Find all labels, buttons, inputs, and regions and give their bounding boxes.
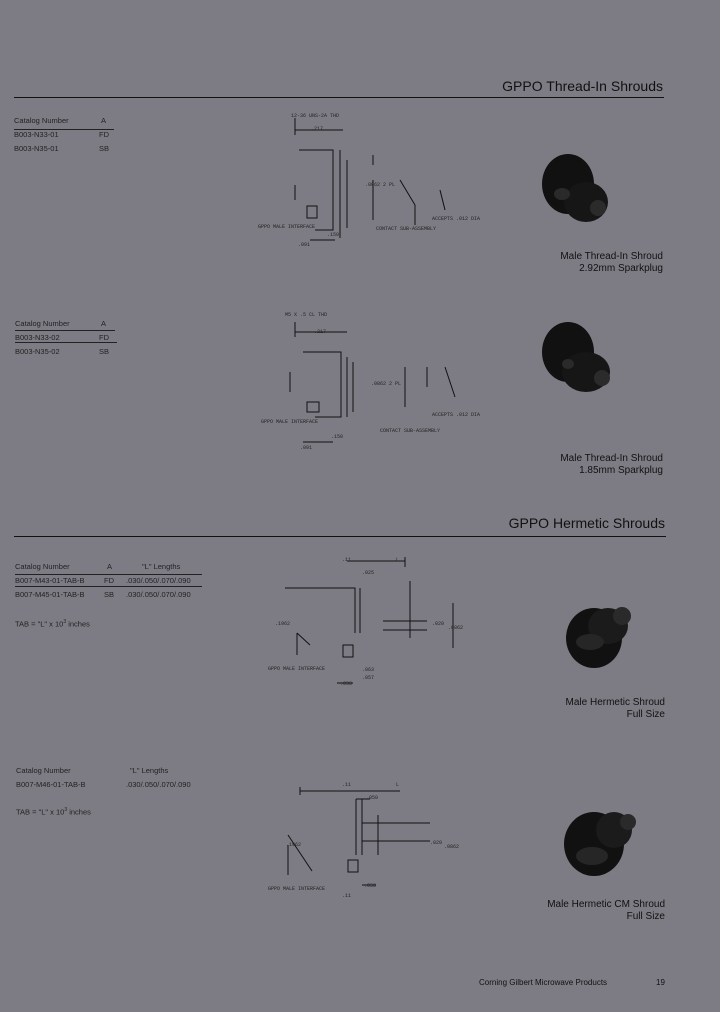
drawing-label: GPPO MALE INTERFACE [261, 419, 319, 425]
table-cell-l-lengths: .030/.050/.070/.090 [126, 590, 191, 599]
product-photo-hermetic-full [566, 607, 631, 668]
tab-note: TAB = "L" x 103 inches [15, 619, 90, 629]
product-photo-hermetic-cm [564, 812, 636, 876]
section-title-thread-in: GPPO Thread-In Shrouds [502, 78, 663, 94]
drawing-label: .020 [430, 840, 443, 846]
table-cell-catalog: B007-M43-01-TAB-B [15, 576, 85, 585]
drawing-label: .036 [340, 681, 353, 687]
technical-drawing-hermetic-full [285, 557, 454, 684]
drawing-label: .050 [364, 883, 377, 889]
drawing-label: .150 [331, 434, 344, 440]
drawing-label: ACCEPTS .012 DIA [432, 412, 481, 418]
table-header-rule [14, 129, 114, 130]
table-header-catalog: Catalog Number [14, 116, 69, 125]
product-photo-thread-in-185 [542, 322, 610, 392]
drawing-label: .025 [362, 570, 375, 576]
drawing-label: .0862 2 PL [365, 182, 396, 188]
product-photo-thread-in-292 [542, 154, 608, 222]
table-cell-catalog: B003-N35-02 [15, 347, 60, 356]
drawing-label: .091 [300, 445, 313, 451]
technical-drawing-thread-in-292 [294, 118, 446, 241]
product-caption-sub: Full Size [626, 911, 665, 922]
table-header-catalog: Catalog Number [15, 562, 70, 571]
drawing-label: CONTACT SUB-ASSEMBLY [376, 226, 437, 232]
section-title-hermetic: GPPO Hermetic Shrouds [508, 515, 665, 531]
drawing-label: .091 [298, 242, 311, 248]
product-caption-sub: 1.85mm Sparkplug [579, 465, 663, 476]
drawing-label: .217 [314, 329, 327, 335]
table-header-l-lengths: "L" Lengths [130, 766, 169, 775]
product-caption: Male Hermetic CM Shroud [547, 899, 665, 910]
table-cell-a: SB [99, 347, 110, 356]
table-header-l-lengths: "L" Lengths [142, 562, 181, 571]
page-number: 19 [656, 978, 665, 987]
table-header-catalog: Catalog Number [15, 319, 70, 328]
table-header-a: A [107, 562, 113, 571]
section-rule [14, 536, 666, 537]
drawing-label: .063 [362, 667, 375, 673]
drawing-label: .1962 [286, 842, 302, 848]
table-cell-catalog: B003-N33-02 [15, 333, 60, 342]
table-cell-a: FD [104, 576, 114, 585]
drawing-label: .150 [327, 232, 340, 238]
drawing-label: .020 [432, 621, 445, 627]
table-header-a: A [101, 116, 107, 125]
table-header-rule [15, 330, 115, 331]
footer-company: Corning Gilbert Microwave Products [479, 978, 608, 987]
product-caption: Male Hermetic Shroud [565, 697, 665, 708]
table-header-catalog: Catalog Number [16, 766, 71, 775]
table-cell-l-lengths: .030/.050/.070/.090 [126, 780, 191, 789]
product-caption-sub: Full Size [626, 709, 665, 720]
drawing-label: GPPO MALE INTERFACE [258, 224, 316, 230]
table-cell-catalog: B003-N33-01 [14, 130, 59, 139]
tab-note: TAB = "L" x 103 inches [16, 807, 91, 817]
table-header-a: A [101, 319, 107, 328]
table-row-rule [15, 342, 117, 343]
drawing-label: .217 [311, 126, 324, 132]
technical-drawing-thread-in-185 [289, 322, 456, 443]
drawing-label: L [396, 782, 400, 788]
drawing-label: .0862 [444, 844, 460, 850]
drawing-label: CONTACT SUB-ASSEMBLY [380, 428, 441, 434]
technical-drawing-hermetic-cm [287, 787, 430, 886]
table-row-rule [15, 586, 202, 587]
table-cell-a: SB [104, 590, 115, 599]
drawing-label: .050 [366, 795, 379, 801]
drawing-label: .057 [362, 675, 375, 681]
drawing-label: .11 [342, 557, 352, 563]
table-cell-catalog: B007-M45-01-TAB-B [15, 590, 85, 599]
drawing-label: GPPO MALE INTERFACE [268, 886, 326, 892]
drawing-label: .11 [342, 782, 352, 788]
table-cell-a: FD [99, 333, 109, 342]
drawing-label: L [396, 557, 400, 563]
table-cell-a: SB [99, 144, 110, 153]
drawing-label: .0862 [448, 625, 464, 631]
table-cell-catalog: B007-M46-01-TAB-B [16, 780, 86, 789]
product-caption: Male Thread-In Shroud [560, 251, 663, 262]
drawing-label: M5 X .5 CL THD [285, 312, 328, 318]
drawing-label: .0862 2 PL [371, 381, 402, 387]
product-caption-sub: 2.92mm Sparkplug [579, 263, 663, 274]
drawing-label: .11 [342, 893, 352, 899]
table-header-rule [15, 574, 202, 575]
section-rule [14, 97, 664, 98]
table-cell-a: FD [99, 130, 109, 139]
drawing-label: ACCEPTS .012 DIA [432, 216, 481, 222]
drawing-label: GPPO MALE INTERFACE [268, 666, 326, 672]
product-caption: Male Thread-In Shroud [560, 453, 663, 464]
drawing-label: 12-36 UNS-2A THD [291, 113, 340, 119]
drawing-label: .1962 [275, 621, 291, 627]
table-cell-catalog: B003-N35-01 [14, 144, 59, 153]
table-cell-l-lengths: .030/.050/.070/.090 [126, 576, 191, 585]
